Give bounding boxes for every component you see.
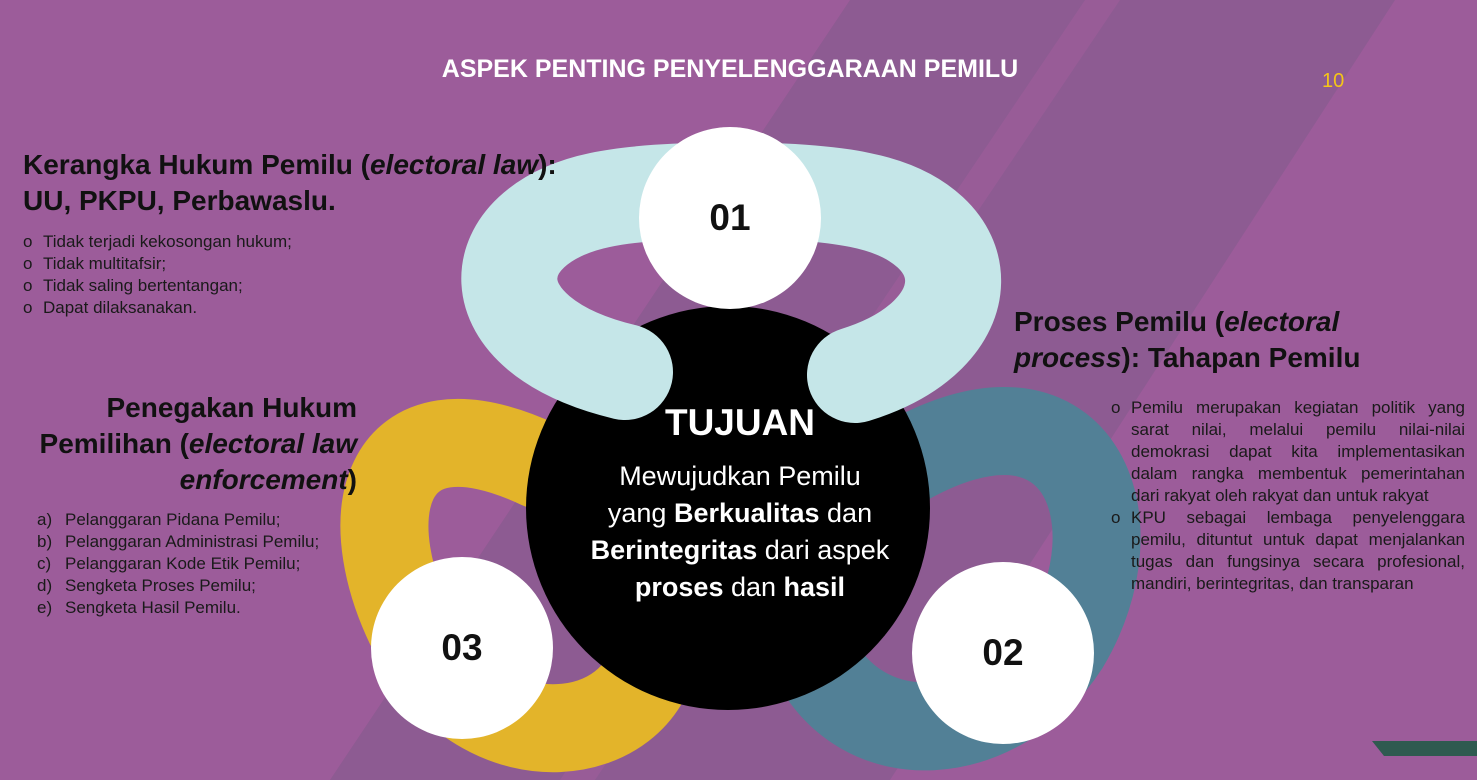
list-item: Pemilu merupakan kegiatan politik yang s…: [1111, 397, 1465, 507]
section3-heading: Penegakan Hukum Pemilihan (electoral law…: [39, 392, 357, 495]
list-item: KPU sebagai lembaga penyelenggara pemilu…: [1111, 507, 1465, 595]
circle-01: [639, 127, 821, 309]
center-line-3: Berintegritas dari aspek: [590, 535, 890, 565]
center-line-4: proses dan hasil: [634, 572, 846, 602]
list-item: Dapat dilaksanakan.: [23, 297, 383, 319]
center-statement: Mewujudkan Pemilu yang Berkualitas dan B…: [540, 458, 940, 606]
center-text: TUJUAN Mewujudkan Pemilu yang Berkualita…: [540, 402, 940, 606]
list-item: a)Pelanggaran Pidana Pemilu;: [37, 510, 281, 529]
list-item: Tidak terjadi kekosongan hukum;: [23, 231, 383, 253]
list-item: Tidak multitafsir;: [23, 253, 383, 275]
center-line-1: Mewujudkan Pemilu: [619, 461, 861, 491]
list-item: e)Sengketa Hasil Pemilu.: [37, 598, 241, 617]
section3-list: a)Pelanggaran Pidana Pemilu; b)Pelanggar…: [37, 509, 377, 619]
center-title: TUJUAN: [664, 402, 816, 443]
section2-heading: Proses Pemilu (electoral process): Tahap…: [1014, 306, 1361, 373]
circle-02: [912, 562, 1094, 744]
corner-accent-bar: [1372, 741, 1477, 756]
circle-number-01: 01: [709, 197, 751, 238]
list-item: d)Sengketa Proses Pemilu;: [37, 576, 256, 595]
circle-number-03: 03: [441, 627, 483, 668]
center-line-2: yang Berkualitas dan: [607, 498, 873, 528]
circle-03: [371, 557, 553, 739]
circle-number-02: 02: [982, 632, 1024, 673]
list-item: c)Pelanggaran Kode Etik Pemilu;: [37, 554, 301, 573]
slide-title: ASPEK PENTING PENYELENGGARAAN PEMILU: [441, 55, 1019, 83]
section1-list: Tidak terjadi kekosongan hukum; Tidak mu…: [23, 231, 383, 319]
list-item: Tidak saling bertentangan;: [23, 275, 383, 297]
list-item: b)Pelanggaran Administrasi Pemilu;: [37, 532, 320, 551]
page-number: 10: [1322, 70, 1345, 92]
section1-heading: Kerangka Hukum Pemilu (electoral law): U…: [23, 149, 557, 216]
section2-list: Pemilu merupakan kegiatan politik yang s…: [1111, 397, 1465, 595]
